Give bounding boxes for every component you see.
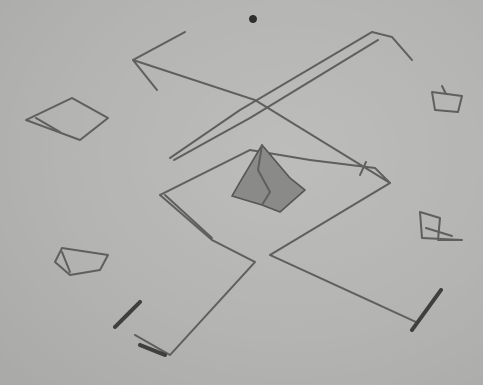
right-blob-top-outline: [432, 92, 462, 112]
diagonal-tr-left-2: [174, 40, 378, 160]
left-diamond: [26, 98, 108, 140]
bottom-left-dark-stroke: [115, 302, 140, 327]
inner-square-left: [165, 195, 212, 238]
diagonal-tr-left-1: [170, 32, 372, 158]
top-left-bracket: [133, 32, 185, 90]
right-blob-mid-outline: [420, 212, 462, 240]
diagonal-center-bl: [135, 195, 255, 355]
ink-dot: [249, 15, 257, 23]
bottom-right-dark-stroke: [412, 290, 441, 330]
right-blob-mid: [420, 212, 462, 240]
left-lower-blob: [55, 248, 108, 275]
center-shape-body: [232, 145, 305, 212]
top-right-bracket: [372, 32, 412, 60]
right-blob-top: [432, 86, 462, 112]
center-shape: [232, 145, 305, 212]
